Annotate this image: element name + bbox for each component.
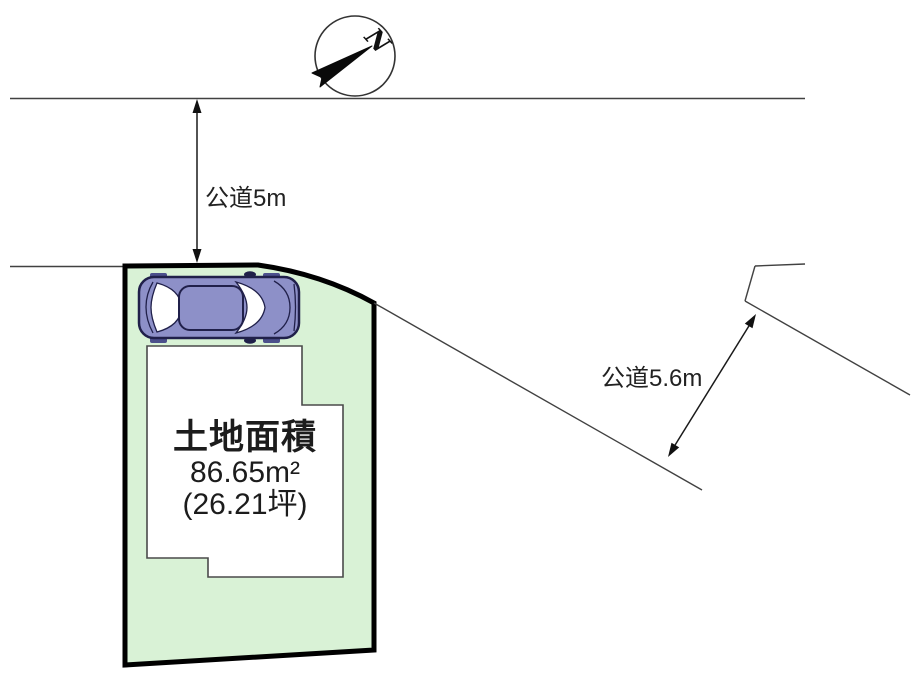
road-width-label-side: 公道5.6m bbox=[601, 365, 703, 392]
area-square-meters: 86.65m² bbox=[189, 456, 301, 489]
dim-arrow-diagonal bbox=[668, 314, 756, 457]
road-edge-near bbox=[373, 302, 703, 491]
road-edge-far bbox=[744, 300, 911, 396]
road-jog-line bbox=[744, 265, 756, 302]
road-width-label-top: 公道5m bbox=[205, 185, 287, 212]
land-area-text-block: 土地面積 86.65m² (26.21坪) bbox=[147, 419, 343, 521]
area-title: 土地面積 bbox=[172, 418, 317, 457]
area-tsubo: (26.21坪) bbox=[182, 488, 308, 521]
dim-arrow-vertical bbox=[192, 99, 202, 263]
car-top-view-icon bbox=[137, 271, 301, 344]
road-line-right bbox=[754, 263, 806, 267]
building-footprint bbox=[146, 345, 344, 578]
compass-icon bbox=[311, 15, 396, 97]
